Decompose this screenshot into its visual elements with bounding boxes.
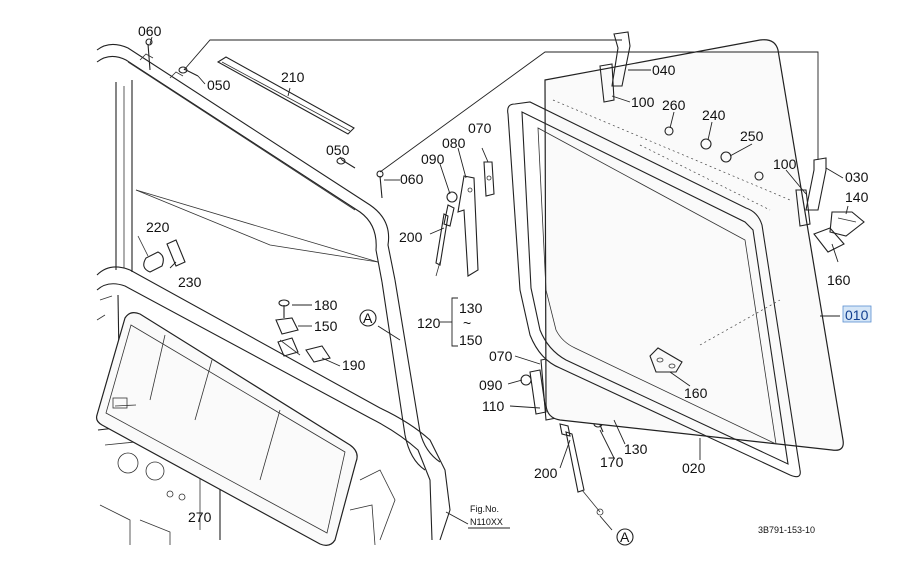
- part-labels: 060 050 210 050 060 090 080 070 200 220 …: [138, 23, 872, 525]
- label-220: 220: [146, 219, 170, 235]
- part-010-door-glass[interactable]: [544, 39, 844, 451]
- label-020: 020: [682, 460, 706, 476]
- label-070: 070: [489, 348, 513, 364]
- label-150: 150: [314, 318, 338, 334]
- label-050: 050: [326, 142, 350, 158]
- fig-no-label: Fig.No.: [470, 504, 499, 514]
- label-230: 230: [178, 274, 202, 290]
- label-130: 130: [459, 300, 483, 316]
- highlight-010: [842, 305, 872, 323]
- part-220-230-catch[interactable]: [137, 235, 186, 273]
- callout-a-text: A: [363, 310, 373, 326]
- part-240-250-260-nuts[interactable]: [664, 126, 764, 181]
- label-100: 100: [773, 156, 797, 172]
- fig-no-value: N110XX: [470, 517, 503, 527]
- label-240: 240: [702, 107, 726, 123]
- part-020-gasket[interactable]: [507, 101, 801, 478]
- callout-a-upper: A: [359, 309, 377, 327]
- label-070: 070: [468, 120, 492, 136]
- callout-a-lower: A: [616, 528, 634, 546]
- part-200-gas-strut-lower[interactable]: [559, 423, 604, 516]
- label-090: 090: [479, 377, 503, 393]
- part-160-plate-lower[interactable]: [649, 347, 683, 373]
- label-270: 270: [188, 509, 212, 525]
- label-040: 040: [652, 62, 676, 78]
- label-030: 030: [845, 169, 869, 185]
- figure-number: Fig.No. N110XX: [468, 504, 510, 529]
- label-140: 140: [845, 189, 869, 205]
- label-060: 060: [138, 23, 162, 39]
- part-210-trim[interactable]: [216, 56, 355, 135]
- label-160: 160: [827, 272, 851, 288]
- label-250: 250: [740, 128, 764, 144]
- part-270-front-glass[interactable]: [95, 312, 358, 546]
- label-190: 190: [342, 357, 366, 373]
- label-060: 060: [400, 171, 424, 187]
- label-160: 160: [684, 385, 708, 401]
- label-200: 200: [534, 465, 558, 481]
- drawing-code: 3B791-153-10: [758, 525, 815, 535]
- label-120: 120: [417, 315, 441, 331]
- bracket-120-range: [440, 297, 458, 347]
- label-110: 110: [482, 398, 505, 414]
- part-040-100-hinge-top[interactable]: [599, 31, 631, 103]
- leader-lines: [149, 36, 849, 531]
- label-210: 210: [281, 69, 305, 85]
- label-180: 180: [314, 297, 338, 313]
- label-050: 050: [207, 77, 231, 93]
- callout-a-text: A: [620, 529, 630, 545]
- part-150-180-190-bracket[interactable]: [275, 299, 331, 363]
- part-200-gas-strut-upper[interactable]: [435, 204, 455, 277]
- part-050-060-pins[interactable]: [145, 38, 384, 199]
- label-090: 090: [421, 151, 445, 167]
- label-100: 100: [631, 94, 655, 110]
- label-200: 200: [399, 229, 423, 245]
- label-170: 170: [600, 454, 624, 470]
- label-130: 130: [624, 441, 648, 457]
- label-150: 150: [459, 332, 483, 348]
- part-140-160-plates-right[interactable]: [813, 211, 865, 253]
- label-260: 260: [662, 97, 686, 113]
- range-separator: ~: [463, 315, 471, 331]
- part-090-080-hinge-upper[interactable]: [446, 161, 495, 277]
- label-080: 080: [442, 135, 466, 151]
- label-010: 010: [845, 307, 869, 323]
